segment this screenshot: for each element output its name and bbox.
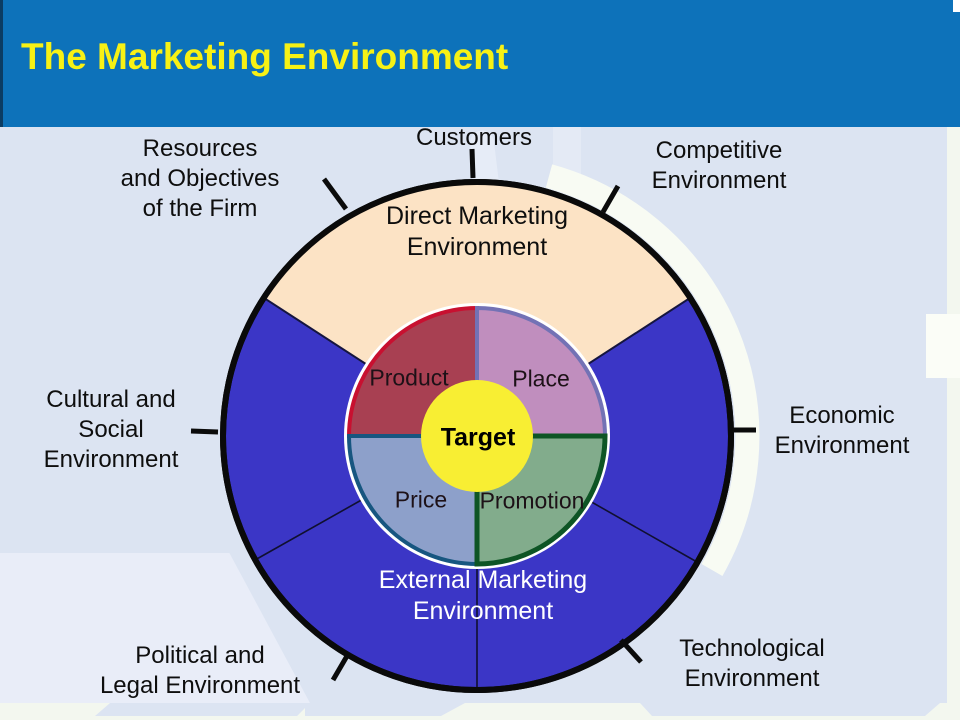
label-line: Environment <box>684 665 820 692</box>
label-line: Customers <box>415 124 533 151</box>
label-line: Economic <box>789 402 895 429</box>
label-line: Legal Environment <box>99 672 301 699</box>
header-corner-notch <box>953 0 960 12</box>
background-white-band <box>926 314 960 378</box>
label-line: Environment <box>406 233 548 261</box>
label-target: Target <box>440 423 516 452</box>
background-trapezoid <box>640 703 940 716</box>
tick-competitive <box>600 184 621 214</box>
label-line: Social <box>78 416 144 443</box>
label-cultural: Cultural and Social Environment <box>44 385 179 475</box>
label-technological: Technological Environment <box>679 634 824 694</box>
label-line: Cultural and <box>46 386 176 413</box>
tick-technological <box>619 638 643 664</box>
label-economic: Economic Environment <box>775 401 910 461</box>
label-competitive: Competitive Environment <box>652 136 787 196</box>
label-line: Resources <box>142 135 258 162</box>
label-promotion: Promotion <box>479 487 585 514</box>
label-line: Environment <box>412 597 554 625</box>
label-price: Price <box>394 486 448 513</box>
tick-customers <box>469 148 476 179</box>
label-resources: Resources and Objectives of the Firm <box>121 134 280 224</box>
label-line: Technological <box>679 635 825 662</box>
label-line: Political and <box>135 642 265 669</box>
outer-ring-outline <box>220 179 734 693</box>
label-line: Environment <box>651 167 787 194</box>
label-line: External Marketing <box>378 566 588 594</box>
label-line: and Objectives <box>120 165 280 192</box>
label-political: Political and Legal Environment <box>100 641 300 701</box>
label-product: Product <box>369 364 449 391</box>
label-place: Place <box>512 365 570 392</box>
tick-political <box>330 654 350 682</box>
ring-divider-lower-left <box>254 497 366 561</box>
ring-divider-lower-right <box>587 499 698 563</box>
deco-arc <box>545 164 760 576</box>
label-line: of the Firm <box>142 195 258 222</box>
background-trapezoid <box>305 703 465 716</box>
label-line: Environment <box>774 432 910 459</box>
label-external-marketing-environment: External Marketing Environment <box>379 565 587 627</box>
label-line: Direct Marketing <box>386 202 568 230</box>
tick-marks <box>190 148 756 682</box>
label-direct-marketing-environment: Direct Marketing Environment <box>386 201 568 263</box>
label-line: Environment <box>43 446 179 473</box>
slide-header: The Marketing Environment <box>0 0 960 127</box>
tick-cultural <box>190 428 219 435</box>
background-trapezoid <box>95 703 310 716</box>
label-customers: Customers <box>416 123 532 153</box>
label-line: Competitive <box>655 137 783 164</box>
slide-title: The Marketing Environment <box>21 36 509 77</box>
target-circle <box>421 380 533 492</box>
tick-resources <box>321 177 349 211</box>
